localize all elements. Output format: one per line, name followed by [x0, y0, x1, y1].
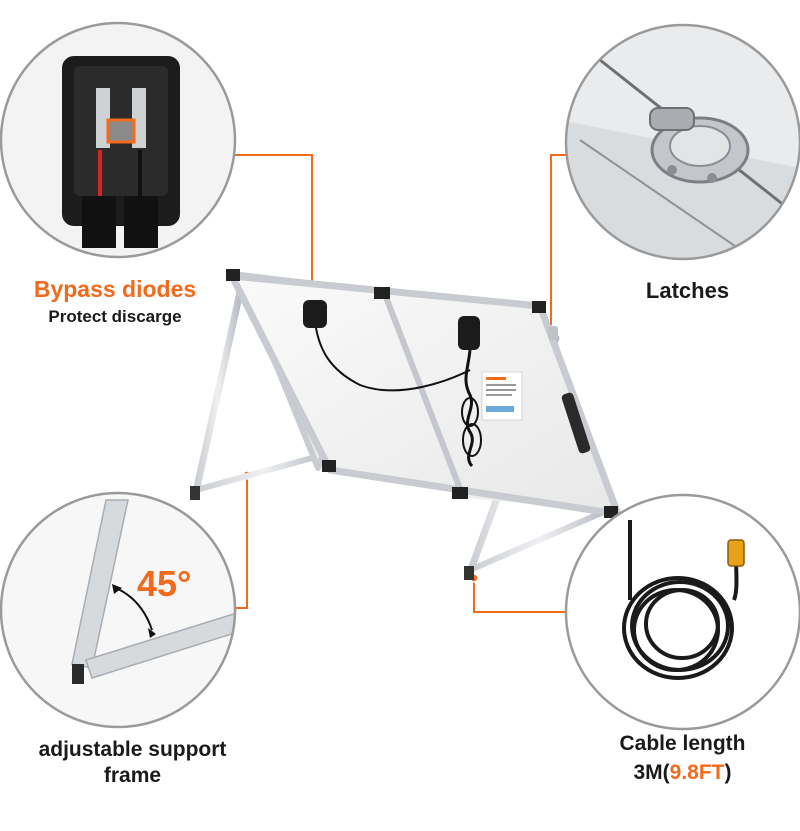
inset-cable	[564, 493, 800, 731]
bypass-diodes-title: Bypass diodes	[33, 276, 197, 302]
callout-bypass	[228, 154, 313, 307]
cable-length-feet: 9.8FT	[669, 761, 725, 784]
callout-lines	[228, 154, 572, 613]
inset-latches	[564, 23, 800, 261]
solar-panel	[190, 269, 622, 580]
callout-support	[236, 475, 248, 609]
cable-length-label: Cable length	[619, 732, 746, 755]
support-frame-label-line1: adjustable support	[38, 738, 227, 761]
callout-cable	[473, 578, 566, 613]
inset-support-frame	[0, 491, 237, 729]
support-frame-label-line2: frame	[103, 764, 162, 787]
inset-bypass-diodes	[0, 21, 237, 259]
latches-label: Latches	[645, 278, 730, 303]
cable-length-prefix: 3M(	[633, 761, 670, 784]
cable-length-suffix: )	[724, 761, 732, 784]
callout-latches	[550, 154, 572, 330]
cable-length-value: 3M(9.8FT)	[570, 761, 795, 785]
bypass-diodes-subtitle: Protect discarge	[48, 307, 182, 326]
angle-label: 45°	[137, 563, 192, 604]
